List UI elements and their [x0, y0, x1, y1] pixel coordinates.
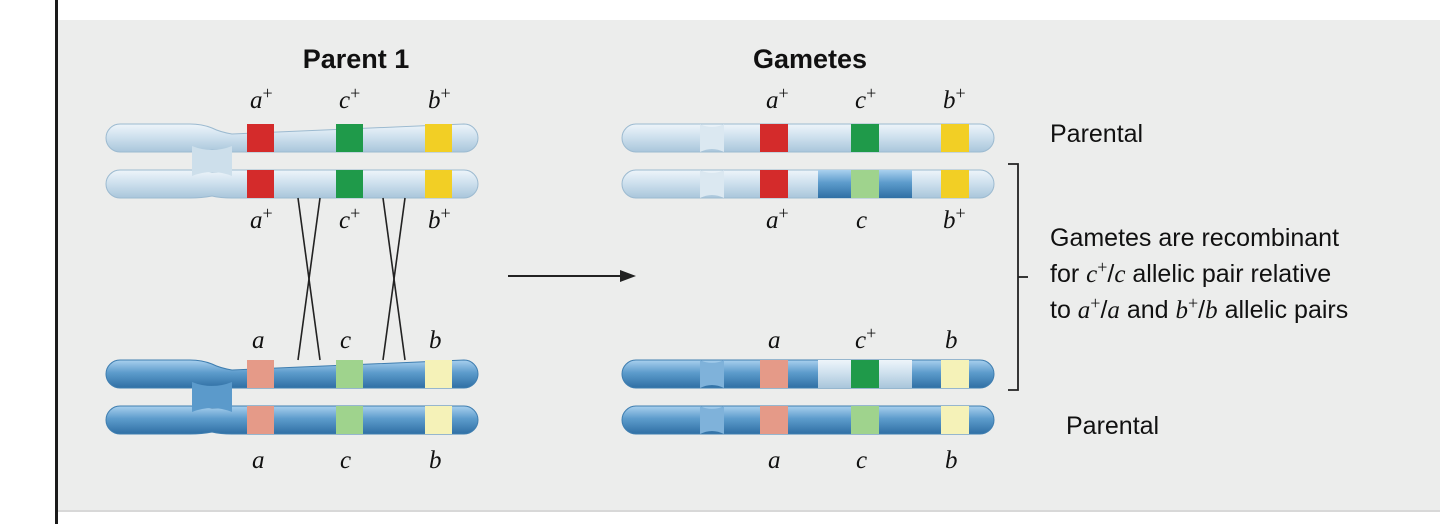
parent-light-chromatid-bottom: [105, 169, 479, 199]
parent-lower-allele-labels-top: a c b: [252, 327, 442, 354]
gene-c-plus-marker: [336, 170, 363, 198]
allele-label: b: [945, 327, 958, 354]
recombinant-bracket: [1008, 163, 1028, 391]
gene-c-marker: [336, 360, 363, 388]
gene-b-plus-marker: [941, 170, 969, 198]
parent-heading: Parent 1: [303, 44, 410, 74]
gene-b-plus-marker: [425, 124, 452, 152]
allele-label: a+: [250, 83, 273, 114]
gene-b-marker: [425, 360, 452, 388]
gene-b-marker: [941, 360, 969, 388]
gene-c-marker: [851, 170, 879, 198]
gamete-recombinant-2-allele-labels: a c+ b: [768, 323, 958, 354]
gene-b-plus-marker: [941, 124, 969, 152]
gene-a-plus-marker: [760, 124, 788, 152]
allele-label: a+: [766, 83, 789, 114]
parent-light-centromere: [192, 146, 232, 176]
allele-label: c+: [855, 323, 876, 354]
gene-a-marker: [760, 406, 788, 434]
parent-upper-allele-labels-bottom: a+ c+ b+: [250, 203, 451, 234]
figure-bottom-edge: [58, 510, 1440, 512]
parent-dark-chromatid-bottom: [105, 405, 479, 435]
gene-a-marker: [247, 406, 274, 434]
parental-label-bottom: Parental: [1066, 412, 1159, 440]
gene-a-marker: [247, 360, 274, 388]
parent-upper-allele-labels-top: a+ c+ b+: [250, 83, 451, 114]
allele-label: c: [340, 447, 351, 474]
gamete-bottom-allele-labels: a c b: [768, 447, 958, 474]
allele-label: b+: [943, 83, 966, 114]
allele-label: c: [856, 447, 867, 474]
allele-label: b+: [943, 203, 966, 234]
parent-dark-chromatid-top: [105, 359, 479, 389]
gene-b-plus-marker: [425, 170, 452, 198]
allele-label: c: [340, 327, 351, 354]
allele-label: b: [429, 327, 442, 354]
gametes-heading: Gametes: [753, 44, 867, 74]
gene-b-marker: [941, 406, 969, 434]
gamete-recombinant-2: [621, 359, 995, 389]
allele-label: b+: [428, 83, 451, 114]
gamete-parental-bottom: [621, 405, 995, 435]
gene-c-plus-marker: [851, 360, 879, 388]
gamete-recombinant-1: [621, 169, 995, 199]
gene-a-marker: [760, 360, 788, 388]
gene-b-marker: [425, 406, 452, 434]
parent-lower-allele-labels-bottom: a c b: [252, 447, 442, 474]
figure-frame-left-border: [55, 0, 58, 524]
recombinant-text-line3: to a+/a and b+/b allelic pairs: [1050, 293, 1348, 324]
gamete-top-allele-labels: a+ c+ b+: [766, 83, 966, 114]
arrow-icon: [508, 270, 636, 282]
allele-label: b+: [428, 203, 451, 234]
gene-a-plus-marker: [247, 170, 274, 198]
recombinant-text-line1: Gametes are recombinant: [1050, 224, 1339, 252]
allele-label: c+: [339, 203, 360, 234]
allele-label: b: [945, 447, 958, 474]
gene-c-marker: [336, 406, 363, 434]
parent-dark-centromere: [192, 382, 232, 412]
parent-light-chromosome: [105, 123, 479, 199]
gene-a-plus-marker: [247, 124, 274, 152]
gamete-recombinant-1-allele-labels: a+ c b+: [766, 203, 966, 234]
gene-c-plus-marker: [851, 124, 879, 152]
gene-c-plus-marker: [336, 124, 363, 152]
allele-label: c: [856, 207, 867, 234]
allele-label: b: [429, 447, 442, 474]
gene-c-marker: [851, 406, 879, 434]
parental-label-top: Parental: [1050, 120, 1143, 148]
gamete-parental-top: [621, 123, 995, 153]
allele-label: a: [252, 327, 265, 354]
allele-label: c+: [855, 83, 876, 114]
allele-label: a: [768, 327, 781, 354]
gene-a-plus-marker: [760, 170, 788, 198]
parent-dark-chromosome: [105, 359, 479, 435]
allele-label: a+: [766, 203, 789, 234]
allele-label: a: [768, 447, 781, 474]
recombinant-text-line2: for c+/c allelic pair relative: [1050, 257, 1331, 288]
allele-label: a+: [250, 203, 273, 234]
parent-light-chromatid-top: [105, 123, 479, 153]
allele-label: c+: [339, 83, 360, 114]
crossover-lines: [297, 197, 406, 361]
allele-label: a: [252, 447, 265, 474]
